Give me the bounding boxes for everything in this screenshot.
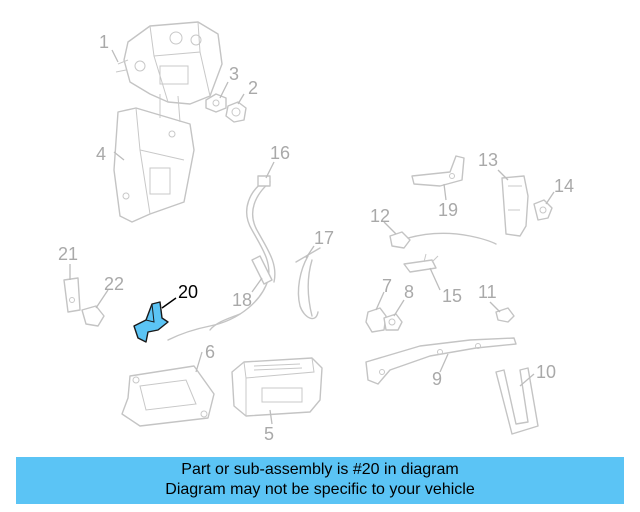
info-banner: Part or sub-assembly is #20 in diagram D… (16, 457, 624, 504)
banner-line-1: Part or sub-assembly is #20 in diagram (181, 461, 459, 478)
callout-15: 15 (442, 286, 462, 306)
part-2-sensor[interactable] (225, 101, 247, 123)
leader-lines (69, 49, 555, 425)
callout-17: 17 (314, 228, 334, 248)
callout-7: 7 (382, 276, 392, 296)
part-8-nut[interactable] (383, 313, 403, 331)
part-7-sensor[interactable] (365, 307, 387, 333)
callout-9: 9 (432, 369, 442, 389)
part-6-mounting-plate[interactable] (121, 365, 215, 427)
part-1-abs-modulator[interactable] (115, 21, 223, 105)
callout-numbers: 1 2 3 4 5 6 7 8 9 10 11 12 13 14 15 16 1… (58, 32, 574, 444)
part-10-u-bracket[interactable] (495, 367, 539, 435)
callout-14: 14 (554, 176, 574, 196)
part-13-bracket[interactable] (501, 175, 529, 237)
callout-16: 16 (270, 143, 290, 163)
callout-13: 13 (478, 150, 498, 170)
callout-20: 20 (178, 282, 198, 302)
part-18-clip[interactable] (209, 255, 273, 331)
part-22-clip[interactable] (81, 305, 105, 327)
callout-19: 19 (438, 200, 458, 220)
part-3-grommet[interactable] (205, 93, 227, 113)
part-19-bracket[interactable] (411, 155, 465, 187)
part-14-sensor[interactable] (533, 199, 553, 221)
callout-22: 22 (104, 274, 124, 294)
leader-20 (161, 297, 177, 309)
part-11-clip[interactable] (495, 307, 515, 323)
callout-6: 6 (205, 342, 215, 362)
banner-line-2: Diagram may not be specific to your vehi… (165, 481, 475, 498)
part-17-brake-line[interactable] (295, 247, 321, 320)
parts-diagram: 1 2 3 4 5 6 7 8 9 10 11 12 13 14 15 16 1… (58, 21, 574, 444)
part-4-bracket[interactable] (113, 94, 195, 223)
part-20-bracket-highlighted[interactable] (133, 301, 169, 343)
callout-4: 4 (96, 144, 106, 164)
callout-11: 11 (478, 282, 497, 302)
callout-21: 21 (58, 244, 78, 264)
part-15-clip[interactable] (403, 253, 439, 273)
callout-18: 18 (232, 290, 252, 310)
callout-10: 10 (536, 362, 556, 382)
part-9-rail[interactable] (365, 337, 517, 385)
callout-12: 12 (370, 206, 390, 226)
callout-3: 3 (229, 64, 239, 84)
callout-1: 1 (99, 32, 109, 52)
part-5-control-module[interactable] (231, 357, 323, 417)
part-21-bracket[interactable] (63, 277, 81, 313)
callout-8: 8 (404, 282, 414, 302)
part-12-wheel-sensor[interactable] (389, 231, 497, 249)
callout-2: 2 (248, 78, 258, 98)
callout-5: 5 (264, 424, 274, 444)
